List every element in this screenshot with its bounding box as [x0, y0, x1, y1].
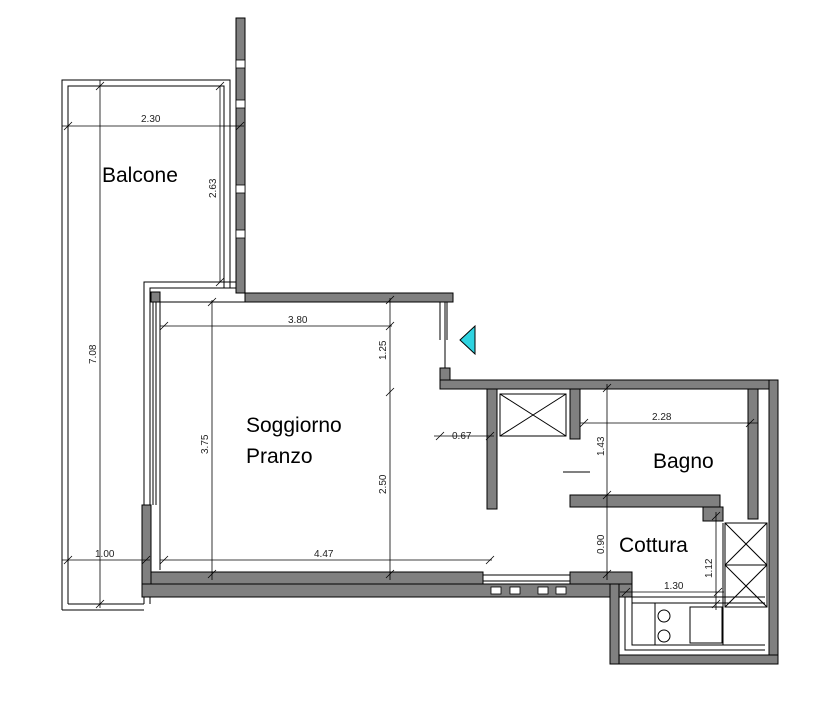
room-label-bagno: Bagno [653, 450, 714, 473]
dim-label-soggiorno-width-bottom: 4.47 [314, 549, 334, 560]
dim-label-balcone-height: 2.63 [208, 178, 219, 198]
dim-label-cottura-height: 1.12 [704, 558, 715, 578]
room-label-pranzo: Pranzo [246, 445, 313, 468]
entrance-marker-icon [459, 324, 476, 356]
exterior-walls [141, 291, 779, 665]
dim-label-bagno-height: 1.43 [596, 436, 607, 456]
room-label-balcone: Balcone [102, 164, 178, 187]
dim-label-lower-segment: 2.50 [378, 474, 389, 494]
burner-icon [657, 609, 671, 623]
dimension-lines [62, 80, 758, 610]
dim-label-cottura-gap: 0.90 [596, 534, 607, 554]
dim-label-niche: 0.67 [452, 431, 472, 442]
burner-icon [657, 629, 671, 643]
dim-label-cottura-width: 1.30 [664, 581, 684, 592]
dim-label-upper-segment: 1.25 [378, 340, 389, 360]
inner-outlines [152, 301, 765, 651]
room-label-cottura: Cottura [619, 534, 688, 557]
dim-label-balcone-total: 7.08 [88, 344, 99, 364]
dim-label-bagno-width: 2.28 [652, 412, 672, 423]
balcony-side-wall [235, 17, 246, 294]
dim-label-soggiorno-width-top: 3.80 [288, 315, 308, 326]
shaft [499, 393, 567, 437]
room-label-soggiorno: Soggiorno [246, 414, 342, 437]
sink-icon [689, 606, 723, 644]
balcony-outline [61, 79, 236, 611]
dim-label-balcone-width: 2.30 [141, 114, 161, 125]
kitchen-counter [654, 522, 768, 645]
dim-label-soggiorno-height: 3.75 [200, 434, 211, 454]
dim-label-balcone-lower: 1.00 [95, 549, 115, 560]
